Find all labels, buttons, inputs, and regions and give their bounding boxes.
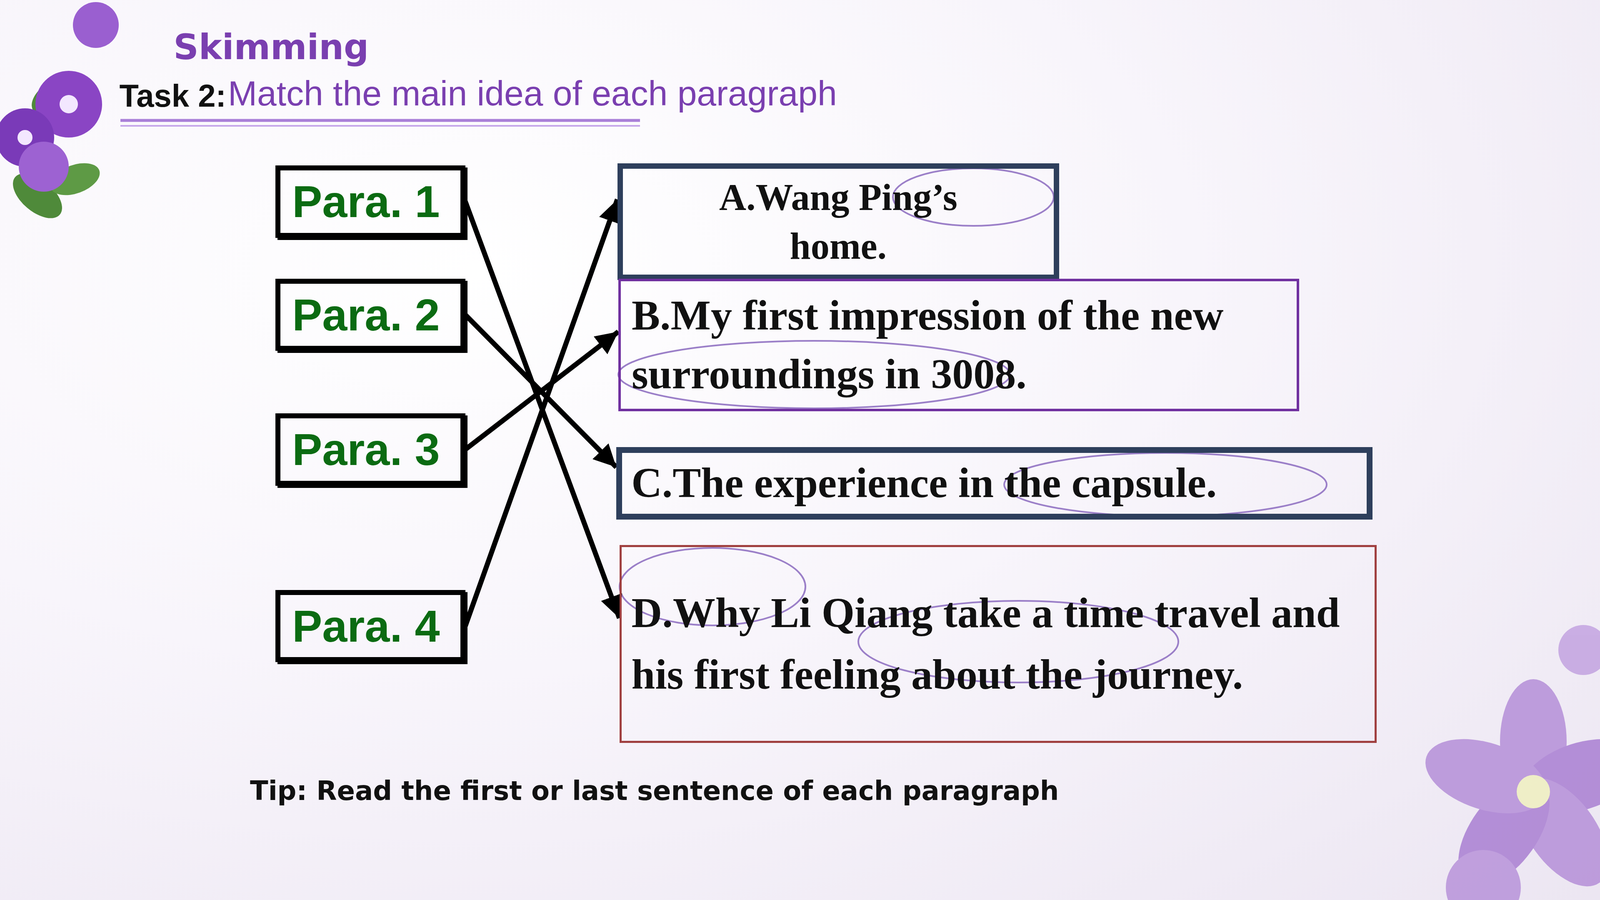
underline [120, 125, 640, 127]
node-text: C.The experience in the capsule. [631, 453, 1217, 513]
flower [18, 141, 69, 192]
underline [120, 119, 640, 123]
node-text: Para. 1 [292, 175, 440, 228]
flower [35, 70, 103, 138]
flower-bottom-right [1415, 625, 1600, 900]
leaf [5, 165, 70, 227]
task-text: Match the main idea of each paragraph [227, 73, 838, 114]
node-text: Para. 3 [292, 423, 440, 476]
petal [1499, 762, 1600, 900]
petal [1415, 725, 1556, 828]
node-text: D.Why Li Qiang take a time travel and hi… [631, 582, 1365, 706]
paragraph-box: Para. 4 [275, 590, 466, 663]
slide-title: Skimming [173, 26, 369, 68]
node-text: Para. 2 [292, 288, 440, 341]
petal [1440, 762, 1568, 900]
paragraph-box: Para. 3 [275, 413, 466, 486]
node-text: Para. 4 [292, 600, 440, 653]
flower [72, 2, 119, 48]
node-text: B.My first impression of the new surroun… [631, 286, 1286, 404]
main-idea-box: D.Why Li Qiang take a time travel and hi… [619, 545, 1377, 743]
main-idea-box: A.Wang Ping’s home. [617, 163, 1060, 280]
flower [0, 108, 55, 167]
tip-note: Tip: Read the first or last sentence of … [250, 775, 1059, 807]
match-arrow [465, 201, 620, 619]
flower-center [17, 130, 33, 145]
flower-center [59, 95, 78, 114]
paragraph-box: Para. 2 [275, 278, 466, 352]
match-arrow [465, 331, 619, 450]
flower [1445, 850, 1521, 900]
flower-center [1516, 775, 1550, 809]
petal [1511, 725, 1600, 828]
flower [1558, 625, 1600, 675]
node-text: A.Wang Ping’s home. [681, 172, 996, 271]
paragraph-box: Para. 1 [275, 165, 466, 238]
match-arrow [465, 199, 618, 627]
match-arrow [465, 315, 617, 468]
task-label: Task 2: [119, 77, 227, 114]
flower-top-left [0, 2, 119, 227]
leaf [45, 157, 105, 202]
petal [1500, 679, 1567, 805]
main-idea-box: B.My first impression of the new surroun… [618, 278, 1299, 412]
main-idea-box: C.The experience in the capsule. [616, 447, 1373, 520]
leaf [24, 66, 92, 125]
